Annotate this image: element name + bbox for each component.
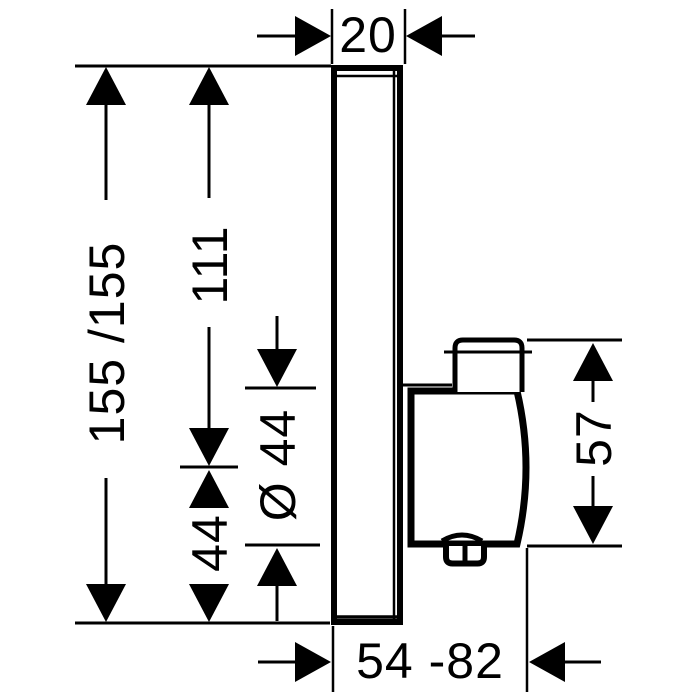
arrow-down-icon bbox=[86, 584, 126, 622]
dim-handle-projection: 57 bbox=[527, 338, 622, 548]
arrow-right-icon bbox=[295, 642, 331, 682]
handle-cap bbox=[452, 337, 525, 392]
arrow-up-icon bbox=[86, 67, 126, 105]
dim-axis-to-bottom: 44 bbox=[182, 470, 238, 622]
arrow-up-icon bbox=[573, 343, 613, 381]
fixture-side-view bbox=[331, 65, 532, 625]
dim-label-plate-height: 155 /155 bbox=[79, 242, 135, 445]
dim-label-111: 111 bbox=[182, 225, 238, 304]
arrow-up-icon bbox=[189, 470, 229, 508]
handle-body bbox=[407, 387, 530, 548]
arrow-down-icon bbox=[573, 506, 613, 544]
dim-handle-diameter: Ø 44 bbox=[245, 316, 320, 621]
arrow-down-icon bbox=[189, 428, 229, 466]
dim-plate-thickness: 20 bbox=[257, 7, 475, 64]
dim-label-depth-range: 54 -82 bbox=[356, 633, 504, 689]
dim-label-plate-thickness: 20 bbox=[339, 7, 397, 63]
arrow-down-icon bbox=[189, 584, 229, 622]
wall-plate-outline bbox=[331, 65, 403, 625]
arrow-right-icon bbox=[295, 16, 331, 56]
dim-plate-height: 155 /155 bbox=[79, 67, 135, 622]
dim-top-to-axis: 111 bbox=[180, 67, 238, 469]
arrow-up-icon bbox=[257, 548, 297, 586]
dim-label-57: 57 bbox=[566, 409, 622, 467]
arrow-left-icon bbox=[529, 642, 565, 682]
dim-label-44: 44 bbox=[182, 514, 238, 572]
dim-label-diameter: Ø 44 bbox=[250, 409, 306, 521]
arrow-up-icon bbox=[189, 67, 229, 105]
arrow-down-icon bbox=[257, 349, 297, 387]
arrow-left-icon bbox=[406, 16, 442, 56]
dim-install-depth: 54 -82 bbox=[258, 548, 601, 692]
grip-dome bbox=[440, 532, 484, 544]
